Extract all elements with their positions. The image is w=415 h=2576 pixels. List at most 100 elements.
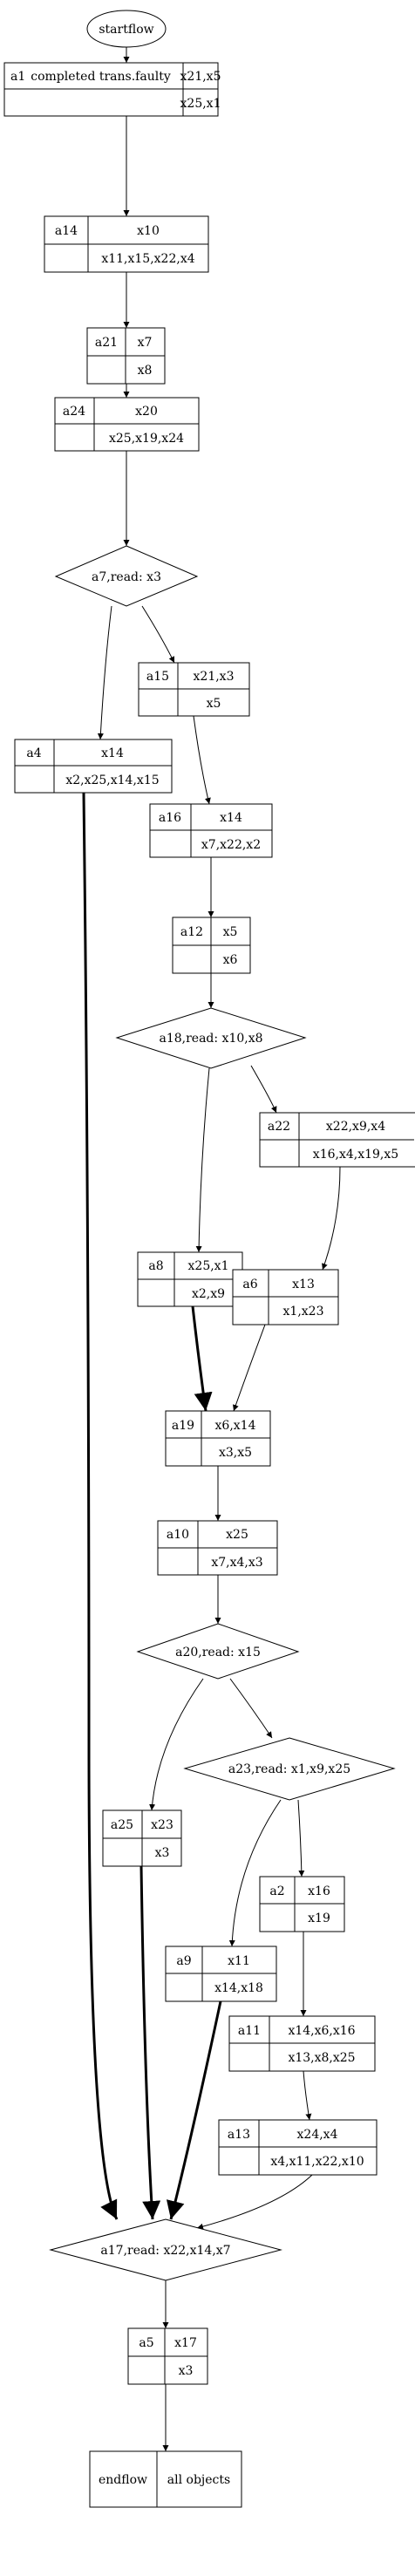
start-node: startflow <box>86 10 167 48</box>
a6-right-bottom: x1,x23 <box>283 1305 324 1319</box>
activity-a4: a4 x14 x2,x25,x14,x15 <box>14 739 173 794</box>
end-right-label: all objects <box>167 2473 230 2487</box>
edges <box>82 47 341 2451</box>
a4-right-bottom: x2,x25,x14,x15 <box>65 773 159 787</box>
edge-a18-a8 <box>195 1067 210 1253</box>
decision-a7: a7,read: x3 <box>54 545 199 607</box>
edge-a7-a4 <box>97 605 112 740</box>
decision-a17-label: a17,read: x22,x14,x7 <box>100 2244 230 2258</box>
edge-a9-a17 <box>166 2000 222 2220</box>
activity-a11: a11 x14,x6,x16 x13,x8,x25 <box>228 2015 376 2072</box>
a5-right-top: x17 <box>174 2336 197 2350</box>
edge-a18-a22 <box>250 1065 277 1114</box>
a15-right-bottom: x5 <box>207 697 221 711</box>
decision-a20: a20,read: x15 <box>136 1623 300 1680</box>
edge-a15-a16 <box>193 715 211 805</box>
edge-a20-a23 <box>229 1678 273 1739</box>
edge-a23-a2 <box>297 1799 305 1877</box>
a12-right-top: x5 <box>223 925 238 939</box>
a12-id: a12 <box>180 925 203 939</box>
a10-right-bottom: x7,x4,x3 <box>211 1556 262 1570</box>
a12-right-bottom: x6 <box>223 953 238 967</box>
a6-id: a6 <box>242 1278 257 1291</box>
decision-a23: a23,read: x1,x9,x25 <box>183 1737 396 1801</box>
activity-a8: a8 x25,x1 x2,x9 <box>137 1251 243 1307</box>
activity-a5: a5 x17 x3 <box>127 2327 208 2385</box>
a11-id: a11 <box>238 2024 261 2038</box>
activity-a6: a6 x13 x1,x23 <box>232 1269 339 1325</box>
activity-a9: a9 x11 x14,x18 <box>165 1946 277 2002</box>
a19-id: a19 <box>172 1419 194 1433</box>
edge-a22-a6 <box>322 1166 341 1271</box>
a19-right-top: x6,x14 <box>215 1419 256 1433</box>
a13-id: a13 <box>228 2128 250 2142</box>
a6-right-top: x13 <box>292 1278 315 1291</box>
edge-a13-a17 <box>196 2174 313 2230</box>
a14-right-top: x10 <box>137 224 160 238</box>
a8-right-top: x25,x1 <box>188 1259 229 1273</box>
a5-id: a5 <box>139 2336 153 2350</box>
a16-right-top: x14 <box>220 811 242 825</box>
a5-right-bottom: x3 <box>179 2364 194 2378</box>
decision-a20-label: a20,read: x15 <box>175 1646 261 1659</box>
a9-right-top: x11 <box>228 1954 250 1968</box>
a10-id: a10 <box>167 1528 189 1542</box>
decision-a23-label: a23,read: x1,x9,x25 <box>228 1762 350 1776</box>
a10-right-top: x25 <box>226 1528 248 1542</box>
a24-id: a24 <box>63 405 85 419</box>
activity-a14: a14 x10 x11,x15,x22,x4 <box>44 215 209 273</box>
a1-right-bottom: x25,x1 <box>180 97 221 111</box>
start-label: startflow <box>99 23 153 37</box>
a19-right-bottom: x3,x5 <box>219 1446 252 1460</box>
activity-a24: a24 x20 x25,x19,x24 <box>54 397 200 452</box>
decision-a7-label: a7,read: x3 <box>92 570 161 584</box>
a13-right-bottom: x4,x11,x22,x10 <box>270 2155 364 2169</box>
activity-a25: a25 x23 x3 <box>102 1809 182 1867</box>
a2-right-top: x16 <box>308 1884 330 1898</box>
activity-a21: a21 x7 x8 <box>86 327 166 385</box>
edge-a25-a17 <box>139 1865 161 2220</box>
a13-right-top: x24,x4 <box>297 2128 338 2142</box>
a14-id: a14 <box>55 224 78 238</box>
activity-a16: a16 x14 x7,x22,x2 <box>149 803 273 858</box>
activity-a15: a15 x21,x3 x5 <box>138 662 250 717</box>
end-left-label: endflow <box>99 2473 147 2487</box>
a1-right-top: x21,x5 <box>180 70 221 84</box>
a15-id: a15 <box>146 670 169 684</box>
edge-a7-a15 <box>141 605 175 664</box>
a16-right-bottom: x7,x22,x2 <box>201 838 261 852</box>
activity-a19: a19 x6,x14 x3,x5 <box>165 1410 271 1467</box>
a4-id: a4 <box>26 746 41 760</box>
a21-id: a21 <box>95 336 118 350</box>
edge-a11-a13 <box>303 2070 312 2121</box>
a9-id: a9 <box>176 1954 191 1968</box>
a25-right-bottom: x3 <box>155 1846 170 1860</box>
a8-right-bottom: x2,x9 <box>192 1287 225 1301</box>
a25-right-top: x23 <box>151 1818 173 1832</box>
edge-a20-a25 <box>149 1678 204 1811</box>
a21-right-top: x7 <box>138 336 153 350</box>
activity-a2: a2 x16 x19 <box>259 1876 345 1932</box>
a8-id: a8 <box>148 1259 163 1273</box>
end-node: endflow all objects <box>89 2450 242 2508</box>
a4-right-top: x14 <box>101 746 124 760</box>
a11-right-top: x14,x6,x16 <box>288 2024 355 2038</box>
activity-a22: a22 x22,x9,x4 x16,x4,x19,x5 <box>259 1112 415 1168</box>
decision-a17: a17,read: x22,x14,x7 <box>49 2218 282 2281</box>
a15-right-top: x21,x3 <box>194 670 235 684</box>
activity-a13: a13 x24,x4 x4,x11,x22,x10 <box>218 2119 378 2176</box>
a11-right-bottom: x13,x8,x25 <box>288 2051 355 2065</box>
edge-a8-a19 <box>191 1305 213 1412</box>
a22-id: a22 <box>268 1120 290 1134</box>
a21-right-bottom: x8 <box>138 364 153 378</box>
activity-a10: a10 x25 x7,x4,x3 <box>157 1520 278 1576</box>
decision-a18-label: a18,read: x10,x8 <box>159 1032 262 1046</box>
a22-right-bottom: x16,x4,x19,x5 <box>313 1148 398 1162</box>
a24-right-bottom: x25,x19,x24 <box>109 432 184 446</box>
decision-a18: a18,read: x10,x8 <box>115 1007 307 1069</box>
a22-right-top: x22,x9,x4 <box>326 1120 385 1134</box>
a14-right-bottom: x11,x15,x22,x4 <box>101 252 194 266</box>
